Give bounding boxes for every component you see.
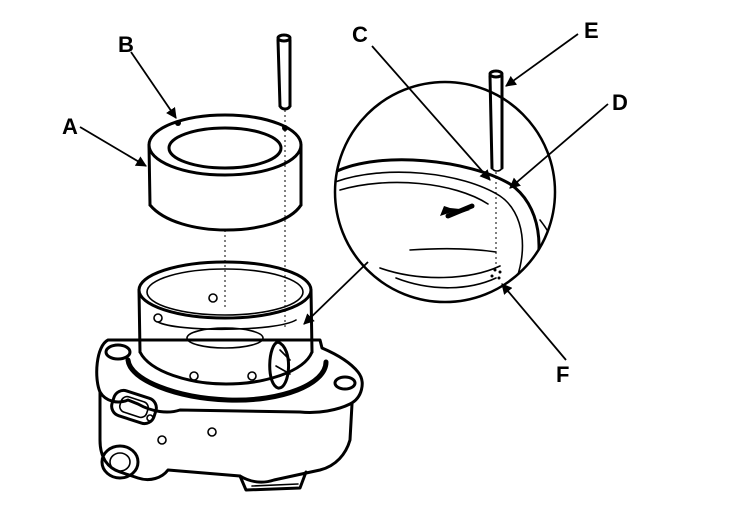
detail-rim-outer: [335, 158, 541, 298]
cylinder-wall-right: [309, 288, 314, 354]
leader-D: [509, 103, 609, 189]
detail-floor: [379, 265, 501, 279]
body-hole: [207, 427, 217, 437]
callout-label-D: D: [612, 90, 628, 115]
cylinder-oval-cutout: [268, 340, 291, 390]
detail-view: [333, 69, 557, 304]
bearing-ring: [147, 113, 303, 232]
dowel-pin: [276, 33, 292, 111]
housing-window-inner: [118, 395, 150, 419]
housing-lower-case: [98, 390, 354, 484]
leader-B: [130, 51, 177, 119]
leader-E: [505, 33, 579, 87]
callout-label-E: E: [584, 18, 599, 43]
housing: [95, 338, 364, 492]
cylinder-slot: [247, 371, 257, 381]
flange-bolt-hole-left: [104, 343, 132, 361]
detail-pin: [488, 69, 504, 172]
cylinder-slot: [189, 371, 199, 381]
detail-rim-inner: [335, 171, 524, 291]
ring-mark-dot: [282, 125, 288, 131]
cylinder-floor: [186, 327, 264, 349]
cylinder-wall-left: [137, 288, 142, 354]
ring-bottom: [148, 203, 303, 232]
housing-foot: [238, 470, 308, 492]
side-port-bore: [109, 452, 131, 472]
o-ring: [125, 357, 329, 403]
ring-top-outer: [147, 113, 303, 177]
cylinder-slot: [153, 313, 163, 323]
ring-wall-left: [147, 143, 152, 207]
detail-connector-arrow: [303, 261, 369, 325]
leader-C: [371, 45, 491, 181]
cylinder-rim-inner: [146, 268, 304, 316]
cylinder-base: [138, 350, 314, 386]
side-port: [100, 444, 140, 480]
housing-window: [110, 388, 158, 426]
flange-bolt-hole-right: [333, 375, 357, 391]
ring-top-inner: [167, 126, 283, 170]
cylinder-slot: [208, 293, 218, 303]
callout-label-B: B: [118, 32, 134, 57]
leader-A: [79, 126, 147, 167]
callout-label-C: C: [352, 22, 368, 47]
callout-label-F: F: [556, 362, 569, 387]
body-hole: [146, 414, 154, 422]
detail-circle: [333, 80, 557, 304]
body-hole: [157, 435, 167, 445]
leader-F: [501, 283, 567, 361]
ring-mark-dot: [175, 120, 181, 126]
callout-label-A: A: [62, 114, 78, 139]
